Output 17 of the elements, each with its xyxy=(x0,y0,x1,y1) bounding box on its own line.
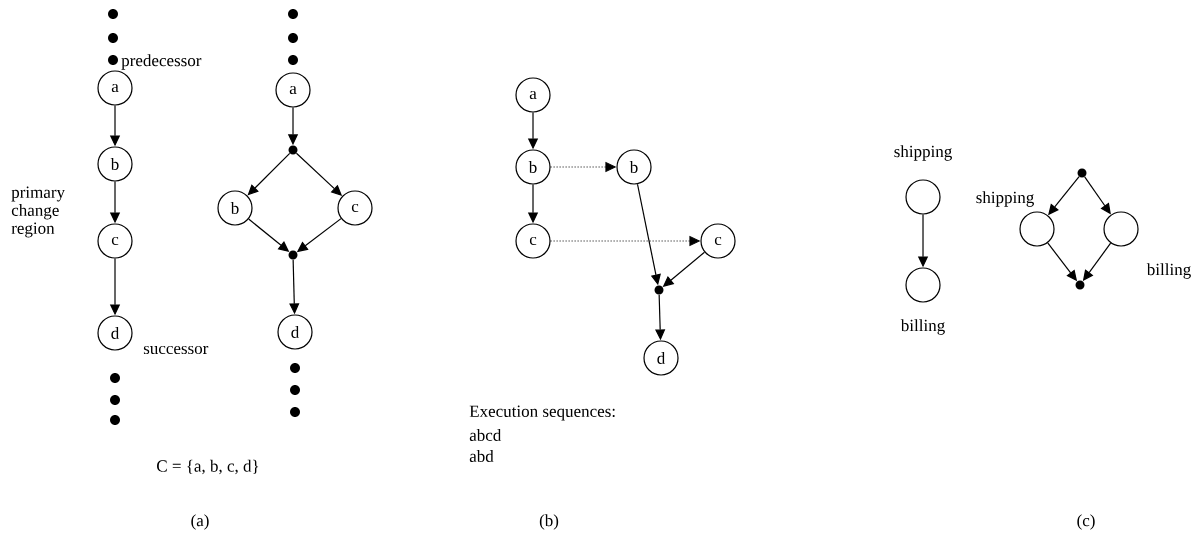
text-label: abd xyxy=(469,450,494,462)
panel-label: (c) xyxy=(1077,514,1095,530)
text-label: successor xyxy=(143,345,209,355)
text-label: abcd xyxy=(469,429,502,441)
text-label: predecessor xyxy=(121,54,202,70)
text-label: Execution sequences: xyxy=(469,405,615,421)
arrow xyxy=(550,162,616,172)
text-label: primary change region xyxy=(11,186,65,238)
node-label: shipping xyxy=(976,191,1034,207)
panel-label: (a) xyxy=(191,514,209,530)
node-label: billing xyxy=(900,319,945,335)
panel-label: (b) xyxy=(539,514,559,530)
arrow xyxy=(247,152,291,196)
node-label: billing xyxy=(1146,263,1191,279)
text-label: C = {a, b, c, d} xyxy=(157,459,259,475)
arrow xyxy=(550,236,700,246)
node-label: shipping xyxy=(894,145,952,161)
